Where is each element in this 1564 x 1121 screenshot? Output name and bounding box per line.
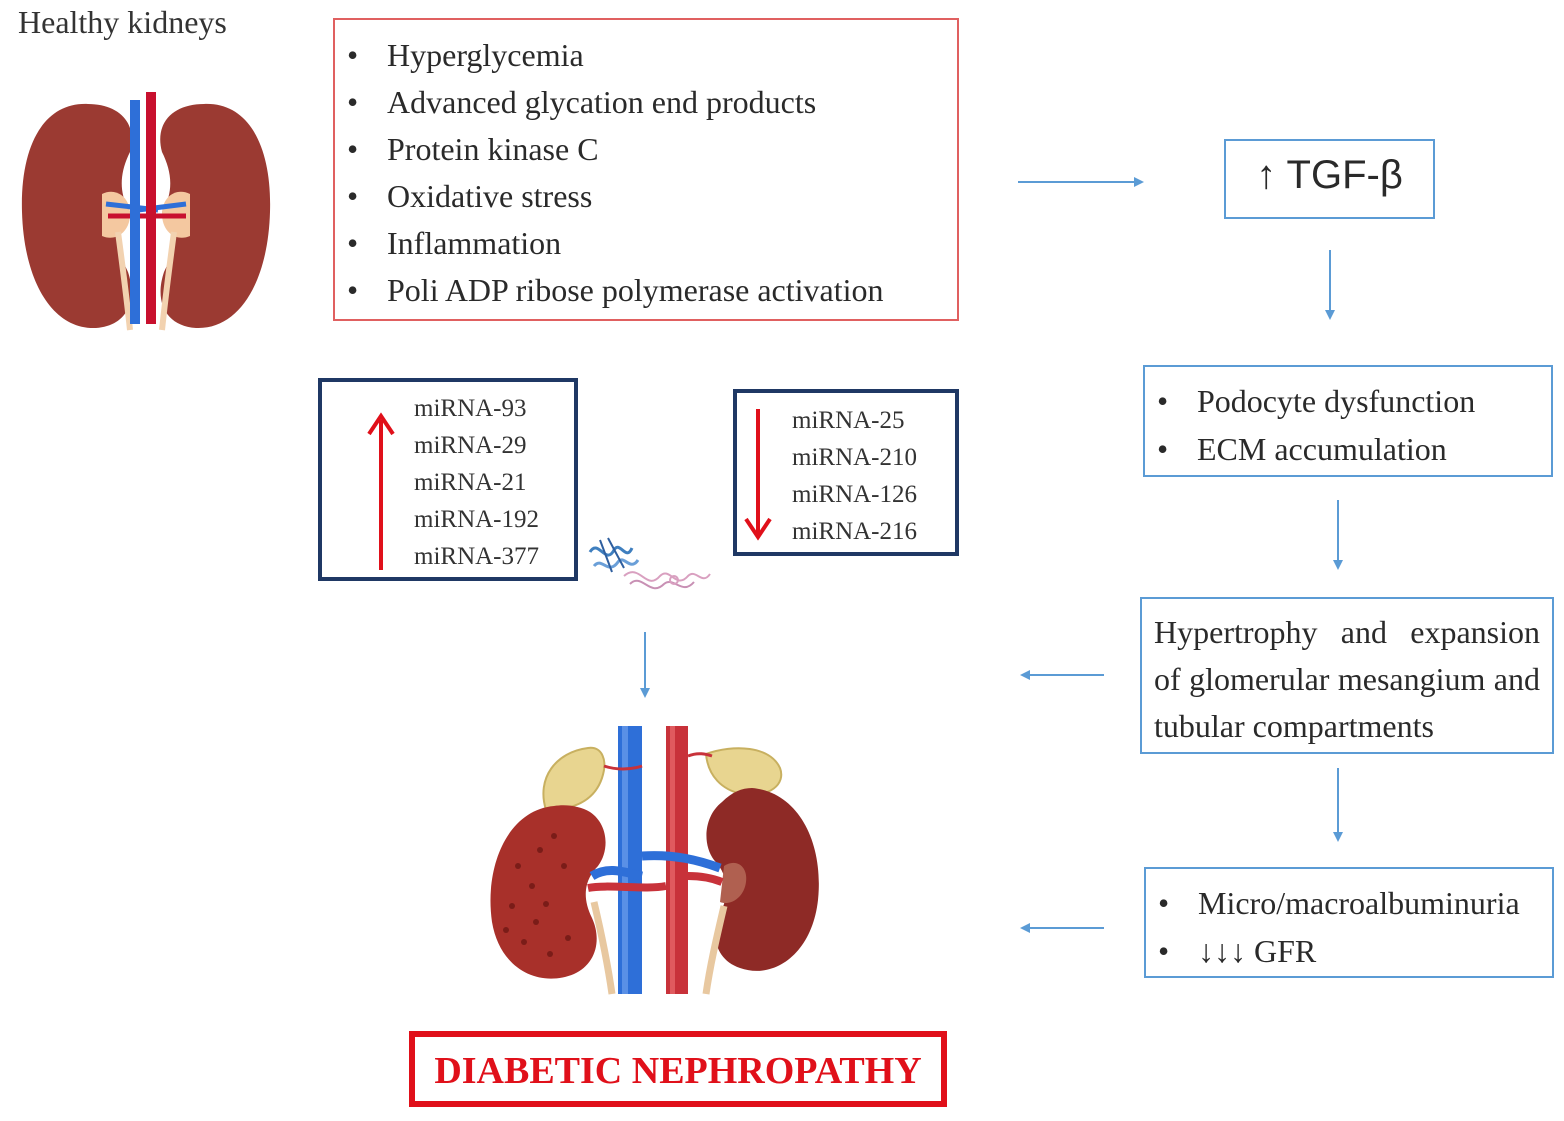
arrow-hypertrophy-to-albuminuria bbox=[1333, 768, 1343, 842]
risk-factor-item: Hyperglycemia bbox=[335, 32, 884, 79]
up-arrow-icon bbox=[367, 412, 395, 570]
mirna-down-item: miRNA-216 bbox=[792, 518, 917, 545]
risk-factor-item: Oxidative stress bbox=[335, 173, 884, 220]
albuminuria-item: Micro/macroalbuminuria bbox=[1146, 879, 1520, 927]
risk-factor-item: Inflammation bbox=[335, 220, 884, 267]
arrow-albuminuria-to-kidneys bbox=[1020, 923, 1104, 933]
arrow-hypertrophy-to-kidneys bbox=[1020, 670, 1104, 680]
mirna-down-item: miRNA-25 bbox=[792, 407, 905, 434]
healthy-kidneys-label: Healthy kidneys bbox=[18, 4, 227, 40]
mirna-down-item: miRNA-210 bbox=[792, 444, 917, 471]
mirna-up-item: miRNA-29 bbox=[414, 432, 527, 459]
podocyte-item: ECM accumulation bbox=[1145, 425, 1475, 473]
diabetic-nephropathy-box: DIABETIC NEPHROPATHY bbox=[409, 1031, 947, 1107]
albuminuria-box: Micro/macroalbuminuria ↓↓↓ GFR bbox=[1144, 867, 1554, 978]
risk-factor-item: Poli ADP ribose polymerase activation bbox=[335, 267, 884, 314]
mirna-up-item: miRNA-192 bbox=[414, 506, 539, 533]
mirna-upregulated-box: miRNA-93 miRNA-29 miRNA-21 miRNA-192 miR… bbox=[318, 378, 578, 581]
risk-factors-box: Hyperglycemia Advanced glycation end pro… bbox=[333, 18, 959, 321]
healthy-kidneys-image bbox=[21, 92, 271, 331]
rna-structure-image bbox=[588, 537, 711, 590]
tgf-beta-label: ↑ TGF-β bbox=[1256, 153, 1403, 197]
podocyte-item: Podocyte dysfunction bbox=[1145, 377, 1475, 425]
mirna-downregulated-box: miRNA-25 miRNA-210 miRNA-126 miRNA-216 bbox=[733, 389, 959, 556]
diabetic-nephropathy-label: DIABETIC NEPHROPATHY bbox=[434, 1050, 922, 1092]
mirna-up-item: miRNA-377 bbox=[414, 543, 539, 570]
diseased-kidneys-image bbox=[490, 726, 819, 995]
risk-factor-item: Protein kinase C bbox=[335, 126, 884, 173]
hypertrophy-text: Hypertrophy and expansion of glomerular … bbox=[1154, 614, 1540, 744]
podocyte-box: Podocyte dysfunction ECM accumulation bbox=[1143, 365, 1553, 477]
hypertrophy-box: Hypertrophy and expansion of glomerular … bbox=[1140, 597, 1554, 754]
arrow-causes-to-tgf bbox=[1018, 177, 1144, 187]
gfr-item: ↓↓↓ GFR bbox=[1146, 927, 1520, 975]
arrow-podocyte-to-hypertrophy bbox=[1333, 500, 1343, 570]
arrow-tgf-to-podocyte bbox=[1325, 250, 1335, 320]
mirna-up-item: miRNA-93 bbox=[414, 395, 527, 422]
risk-factor-item: Advanced glycation end products bbox=[335, 79, 884, 126]
right-kidney bbox=[160, 103, 271, 329]
mirna-down-item: miRNA-126 bbox=[792, 481, 917, 508]
left-kidney bbox=[21, 103, 132, 329]
arrow-mirna-to-kidneys bbox=[640, 632, 650, 698]
tgf-beta-box: ↑ TGF-β bbox=[1224, 139, 1435, 219]
mirna-up-item: miRNA-21 bbox=[414, 469, 527, 496]
down-arrow-icon bbox=[744, 409, 772, 541]
